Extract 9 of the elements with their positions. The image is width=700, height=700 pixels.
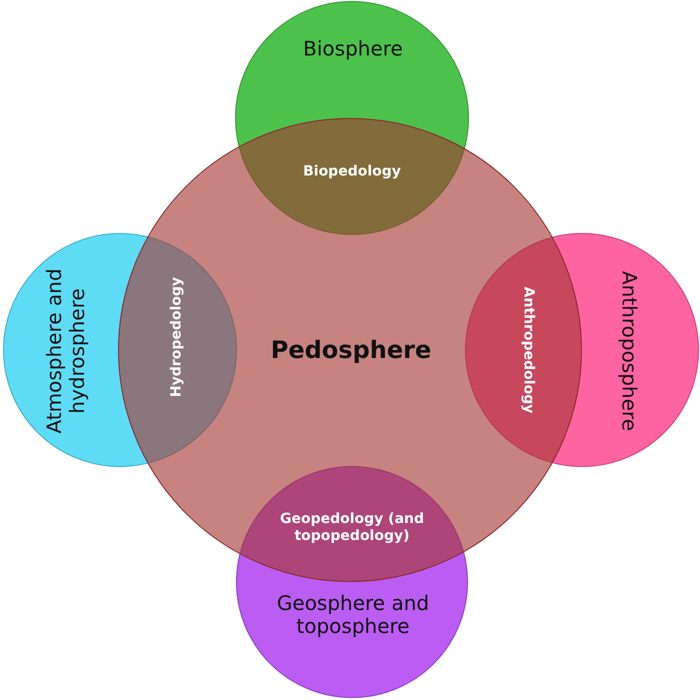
sphere-label: Geosphere and toposphere: [276, 592, 430, 638]
sphere-label: Biosphere: [302, 38, 404, 60]
overlap-label: Geopedology (and topopedology): [278, 511, 426, 545]
sphere-label: Atmosphere and hydrosphere: [43, 267, 89, 436]
overlap-label: Biopedology: [302, 164, 402, 180]
sphere-label: Pedosphere: [270, 337, 432, 365]
overlap-label: Anthropedology: [520, 286, 536, 416]
sphere-label: Anthroposphere: [618, 270, 640, 433]
overlap-label: Hydropedology: [168, 276, 186, 400]
